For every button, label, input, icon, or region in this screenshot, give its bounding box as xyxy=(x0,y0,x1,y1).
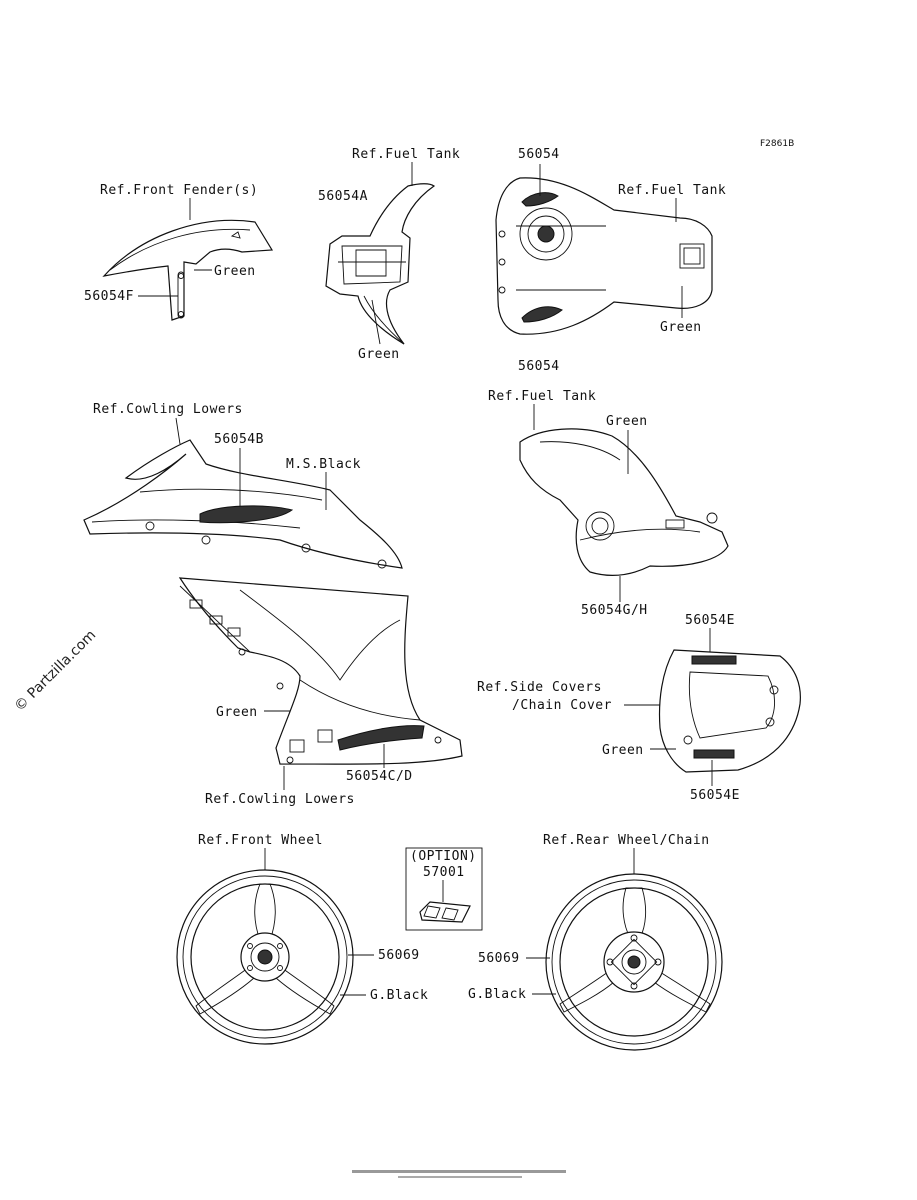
label-tank-top-56054-a: 56054 xyxy=(518,147,560,162)
label-rear-gblack: G.Black xyxy=(468,987,526,1002)
rear-wheel-group: Ref.Rear Wheel/Chain 56069 G.Black xyxy=(468,833,723,1051)
fuel-tank-top-group: 56054 Ref.Fuel Tank Green 56054 xyxy=(495,147,726,374)
figure-code: F2861B xyxy=(760,139,794,149)
front-wheel-group: Ref.Front Wheel 56069 G.Black xyxy=(176,833,428,1045)
fuel-tank-side-group: Ref.Fuel Tank Green 56054G/H xyxy=(488,389,729,618)
label-tank-top-green: Green xyxy=(660,320,702,335)
front-fender-part[interactable] xyxy=(102,219,274,321)
tank-cover-part[interactable] xyxy=(325,183,436,345)
label-tank-cover-green: Green xyxy=(358,347,400,362)
side-cover-part[interactable] xyxy=(658,649,801,773)
label-ms-black: M.S.Black xyxy=(286,457,361,472)
label-ref-front-wheel: Ref.Front Wheel xyxy=(198,833,323,848)
footer-fine-print-2 xyxy=(398,1176,522,1178)
ninja-logo-decal-top[interactable] xyxy=(521,192,559,207)
rear-wheel-part[interactable] xyxy=(545,873,723,1051)
zx10r-decal[interactable] xyxy=(199,505,294,524)
label-ref-side-covers-1: Ref.Side Covers xyxy=(477,680,602,695)
label-57001: 57001 xyxy=(423,865,465,880)
option-57001-group: (OPTION) 57001 xyxy=(405,847,483,931)
side-cover-decal-top[interactable] xyxy=(691,655,737,665)
front-wheel-part[interactable] xyxy=(176,869,354,1045)
cowling-lower-part[interactable] xyxy=(83,439,403,569)
label-side-cover-green: Green xyxy=(602,743,644,758)
option-57001-part[interactable] xyxy=(419,901,471,923)
upper-cowling-group: Green 56054C/D Ref.Cowling Lowers xyxy=(178,577,463,807)
fuel-tank-top-part[interactable] xyxy=(495,177,713,335)
side-cover-decal-bottom[interactable] xyxy=(693,749,735,759)
label-front-56069: 56069 xyxy=(378,948,420,963)
label-ref-rear-wheel: Ref.Rear Wheel/Chain xyxy=(543,833,710,848)
label-ref-fuel-tank-top-right: Ref.Fuel Tank xyxy=(618,183,726,198)
label-ref-cowling-lowers-top: Ref.Cowling Lowers xyxy=(93,402,243,417)
label-56054E-bottom: 56054E xyxy=(690,788,740,803)
fender-decal-56054F[interactable] xyxy=(177,271,185,319)
label-ref-fuel-tank-side: Ref.Fuel Tank xyxy=(488,389,596,404)
label-ref-side-covers-2: /Chain Cover xyxy=(512,698,612,713)
label-cowl-green: Green xyxy=(216,705,258,720)
label-ref-front-fender: Ref.Front Fender(s) xyxy=(100,183,258,198)
cowling-lower-group: Ref.Cowling Lowers 56054B M.S.Black xyxy=(83,402,403,569)
side-cover-group: 56054E Ref.Side Covers /Chain Cover Gree… xyxy=(477,613,801,803)
label-tank-top-56054-b: 56054 xyxy=(518,359,560,374)
kawasaki-decal[interactable] xyxy=(337,725,425,751)
label-rear-56069: 56069 xyxy=(478,951,520,966)
front-fender-group: Ref.Front Fender(s) Green 56054F xyxy=(84,183,274,321)
tank-cover-group: Ref.Fuel Tank 56054A Green xyxy=(318,147,460,362)
label-56054GH: 56054G/H xyxy=(581,603,648,618)
label-56054CD: 56054C/D xyxy=(346,769,413,784)
label-56054B: 56054B xyxy=(214,432,264,447)
label-ref-cowling-lowers-bottom: Ref.Cowling Lowers xyxy=(205,792,355,807)
option-box xyxy=(405,847,483,931)
fuel-tank-side-part[interactable] xyxy=(519,428,729,576)
ninja-logo-decal-bottom[interactable] xyxy=(521,306,563,323)
footer-fine-print xyxy=(352,1170,566,1173)
watermark: © Partzilla.com xyxy=(12,627,100,715)
label-front-gblack: G.Black xyxy=(370,988,428,1003)
label-56054A: 56054A xyxy=(318,189,368,204)
label-fender-green: Green xyxy=(214,264,256,279)
label-ref-fuel-tank-top: Ref.Fuel Tank xyxy=(352,147,460,162)
label-tank-side-green: Green xyxy=(606,414,648,429)
label-option: (OPTION) xyxy=(410,849,477,864)
label-56054F: 56054F xyxy=(84,289,134,304)
label-56054E-top: 56054E xyxy=(685,613,735,628)
